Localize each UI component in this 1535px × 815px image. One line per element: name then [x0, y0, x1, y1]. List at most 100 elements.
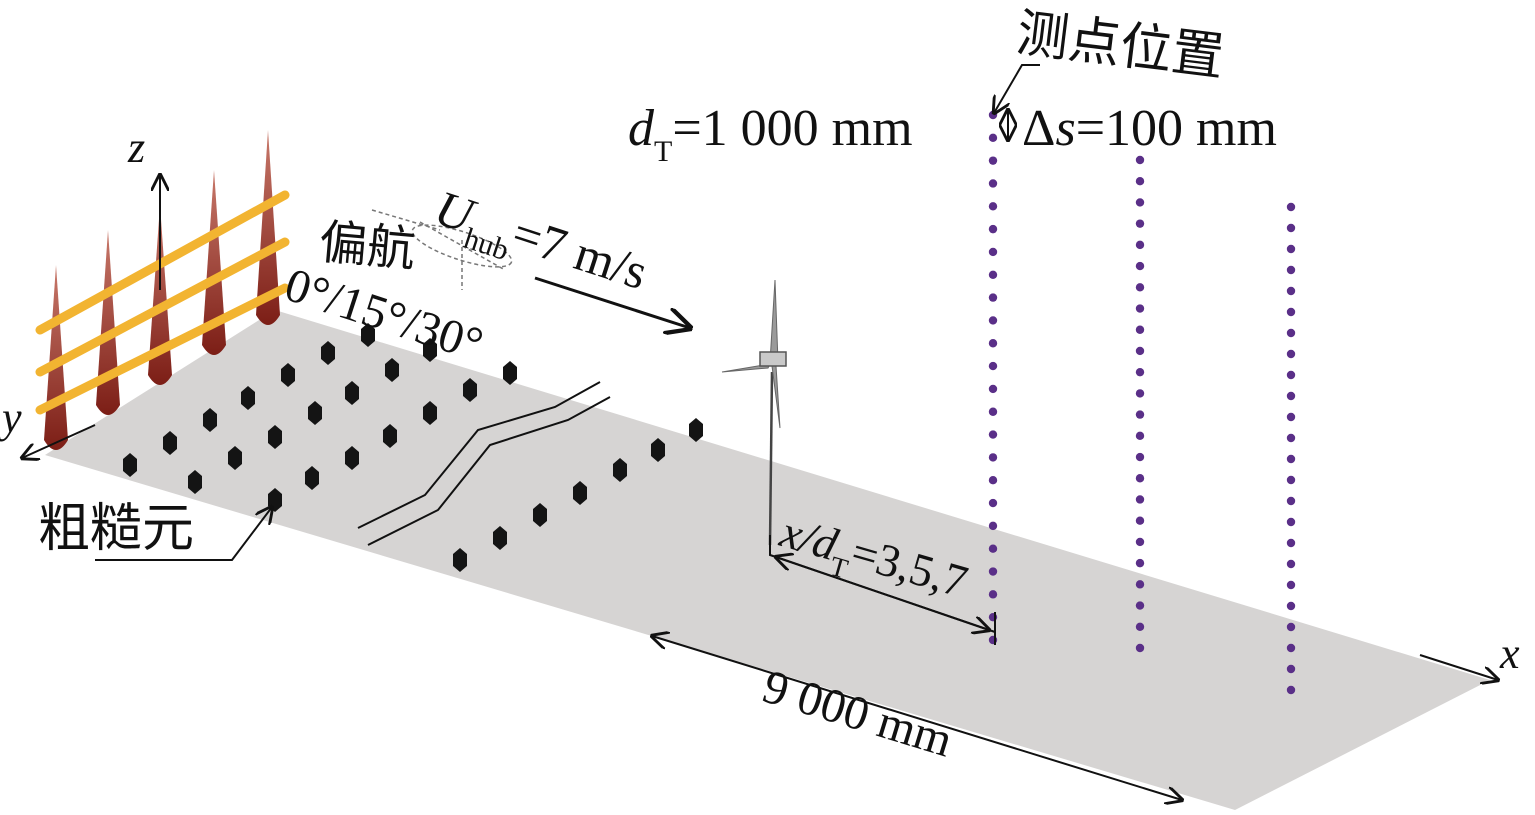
yaw-turbine-sketch-icon [371, 209, 513, 290]
roughness-element-icon [305, 466, 319, 490]
probe-point-icon [988, 521, 998, 531]
roughness-element-icon [345, 381, 359, 405]
probe-point-icon [988, 179, 998, 188]
probe-point-icon [988, 384, 998, 394]
probe-point-icon [988, 498, 998, 508]
length-dimension-arrow [652, 636, 1182, 800]
probe-point-icon [1286, 349, 1296, 359]
probe-point-icon [1135, 155, 1145, 165]
roughness-element-icon [453, 548, 467, 572]
probe-point-icon [988, 224, 998, 234]
probe-point-icon [1135, 516, 1145, 525]
x-axis-arrow [1419, 654, 1498, 680]
y-axis-arrow [22, 424, 96, 458]
probe-point-icon [988, 133, 998, 143]
probe-point-icon [1286, 601, 1296, 611]
probe-point-icon [1286, 496, 1296, 506]
probe-point-icon [1286, 202, 1296, 212]
roughness-element-icon [651, 438, 665, 462]
roughness-element-icon [361, 323, 375, 347]
roughness-element-icon [423, 401, 437, 425]
probe-point-icon [1286, 538, 1296, 548]
roughness-element-icon [493, 526, 507, 550]
probe-point-icon [1135, 283, 1145, 292]
roughness-element-icon [463, 378, 477, 402]
roughness-element-icon [163, 431, 177, 455]
probe-point-icon [988, 316, 998, 325]
spire-icon [96, 230, 120, 415]
probe-point-icon [1135, 622, 1145, 631]
yaw-label: 偏航 [317, 216, 417, 277]
probe-point-icon [1286, 685, 1296, 695]
roughness-element-icon [203, 408, 217, 432]
probe-point-icon [1135, 558, 1145, 568]
probe-point-icon [1286, 664, 1296, 674]
probe-point-icon [1135, 198, 1145, 207]
spire-icon [256, 130, 280, 325]
roughness-element-icon [533, 503, 547, 527]
probe-point-icon [1135, 240, 1145, 250]
probe-point-icon [1286, 433, 1296, 443]
probe-point-icon [1135, 601, 1145, 610]
probe-point-icon [988, 407, 998, 416]
probe-point-icon [988, 339, 998, 348]
roughness-element-icon [613, 458, 627, 482]
roughness-element-icon [308, 401, 322, 425]
probe-point-icon [1286, 559, 1296, 569]
probe-point-icon [988, 202, 998, 211]
probe-leader-line [994, 64, 1040, 113]
coordinate-axes [22, 175, 1498, 680]
probe-point-icon [988, 110, 998, 120]
probe-lines [988, 110, 1296, 695]
probe-point-icon [1135, 643, 1145, 653]
roughness-element-icon [503, 361, 517, 385]
roughness-element-icon [268, 425, 282, 449]
grid-bars [35, 190, 290, 415]
roughness-element-icon [321, 341, 335, 365]
probe-point-icon [988, 453, 998, 462]
axis-z-label: z [127, 123, 145, 172]
roughness-element-icon [281, 363, 295, 387]
probe-point-icon [1135, 452, 1145, 462]
probe-point-icon [1135, 389, 1145, 398]
spire-icon [202, 170, 226, 355]
probe-point-icon [1135, 346, 1145, 356]
hub-speed-label: Uhub=7 m/s [426, 179, 655, 309]
probe-point-icon [1135, 325, 1145, 334]
probe-point-icon [988, 476, 998, 485]
roughness-element-icon [241, 386, 255, 410]
roughness-element-icon [383, 424, 397, 448]
spire-icon [148, 205, 172, 385]
probe-point-icon [1286, 622, 1296, 632]
rotor-diameter-label: dT=1 000 mm [628, 100, 913, 168]
probe-point-icon [988, 293, 998, 302]
probe-point-icon [1135, 495, 1145, 504]
roughness-label: 粗糙元 [38, 501, 194, 558]
grid-bar [35, 283, 290, 415]
probe-point-icon [1286, 370, 1296, 380]
probe-point-icon [1135, 431, 1145, 441]
roughness-element-icon [689, 418, 703, 442]
probe-point-icon [1286, 223, 1296, 233]
x-dt-arrow [776, 557, 989, 630]
probe-point-icon [1286, 412, 1296, 422]
break-line-icon [357, 381, 611, 546]
probe-location-label: 测点位置 [1014, 5, 1227, 87]
probe-point-icon [1286, 643, 1296, 653]
roughness-element-icon [123, 453, 137, 477]
grid-bar [35, 237, 290, 377]
probe-point-icon [1135, 177, 1145, 186]
probe-point-icon [1135, 580, 1145, 589]
probe-point-icon [1135, 261, 1145, 271]
probe-point-icon [1135, 304, 1145, 313]
probe-line-3 [1286, 202, 1296, 695]
probe-point-icon [988, 544, 998, 553]
axis-y-label: y [0, 393, 22, 442]
probe-point-icon [988, 270, 998, 279]
roughness-leader-line [95, 507, 272, 561]
probe-point-icon [1286, 286, 1296, 296]
probe-point-icon [1135, 537, 1145, 547]
probe-point-icon [1286, 328, 1296, 338]
